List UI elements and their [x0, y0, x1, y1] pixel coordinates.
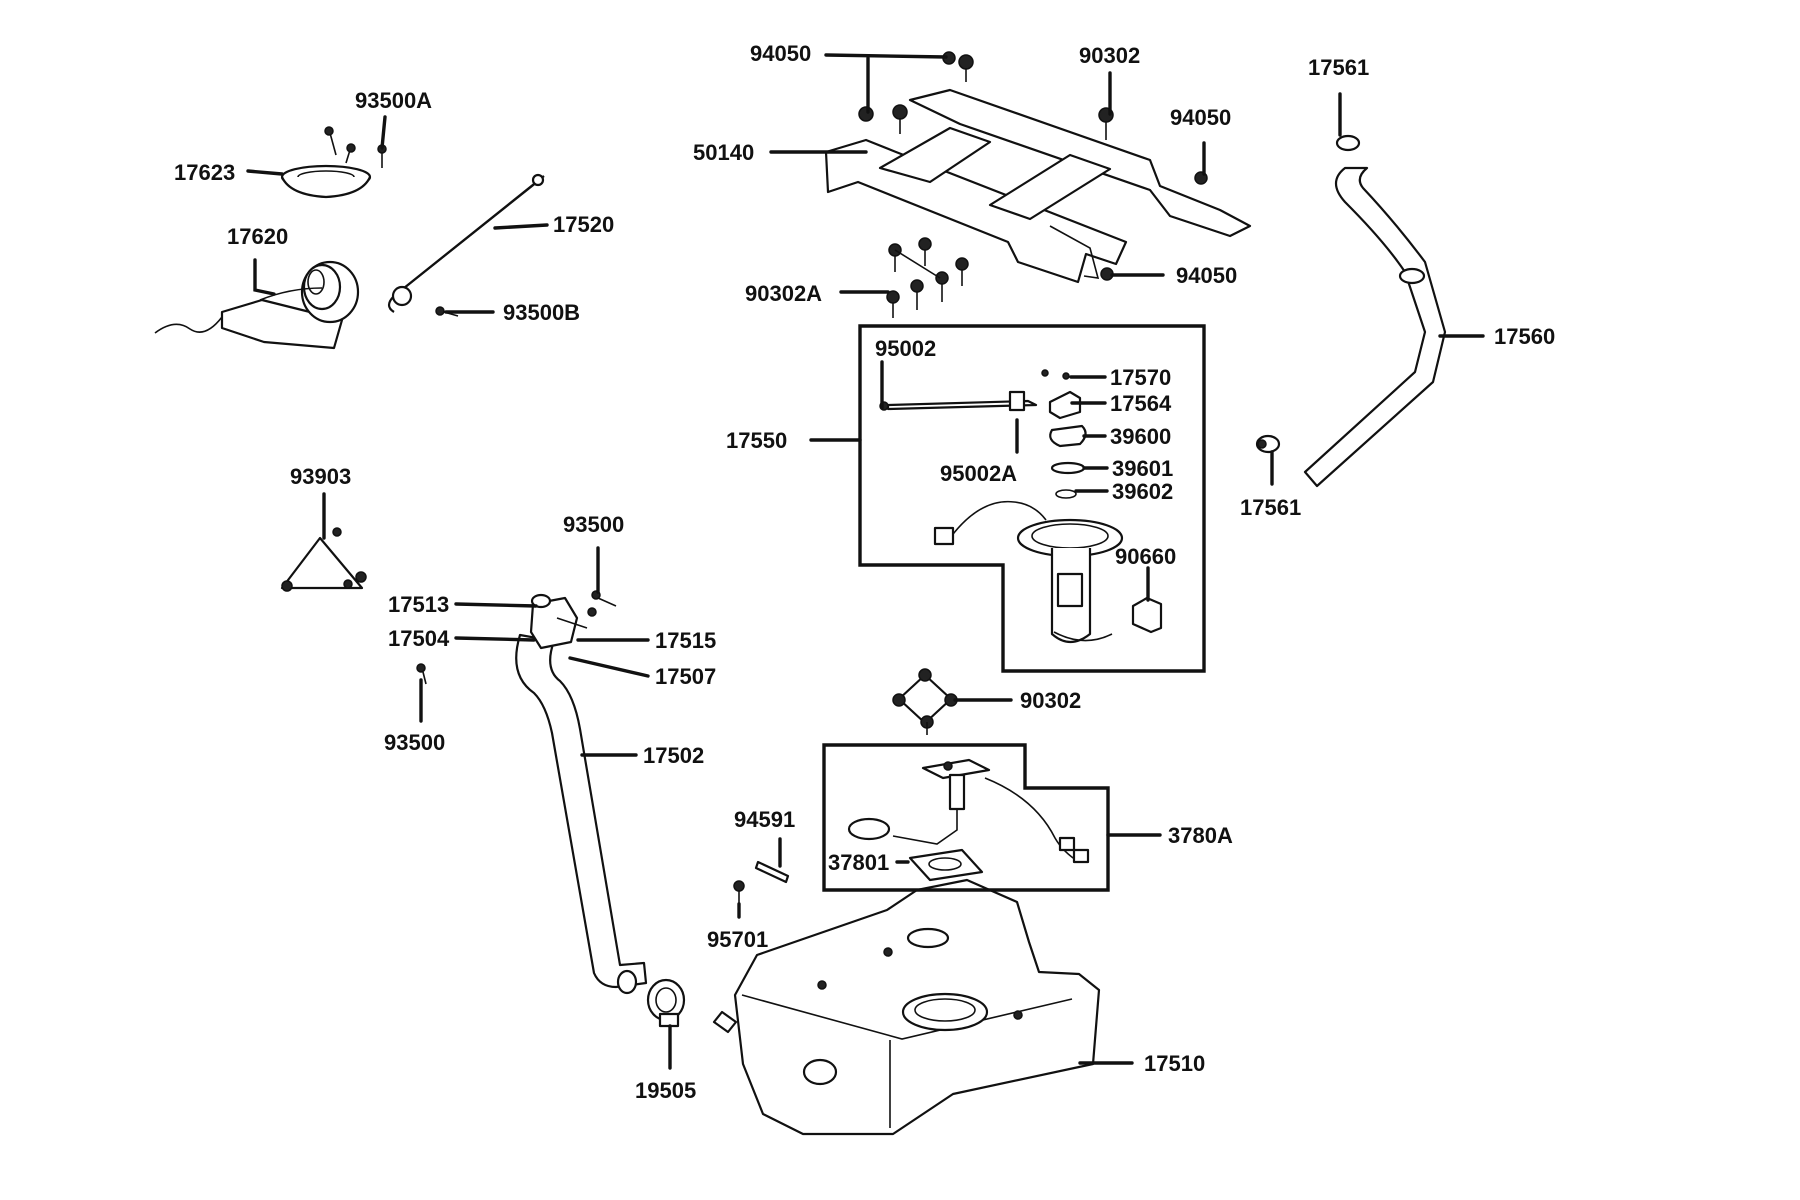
label-17515: 17515	[655, 628, 716, 653]
label-93500b: 93500B	[503, 300, 580, 325]
label-39601: 39601	[1112, 456, 1173, 481]
label-90660: 90660	[1115, 544, 1176, 569]
label-94050-mid: 94050	[1170, 105, 1231, 130]
label-17570: 17570	[1110, 365, 1171, 390]
label-90302a: 90302A	[745, 281, 822, 306]
fuel-level-sender-box	[822, 743, 1110, 892]
label-19505: 19505	[635, 1078, 696, 1103]
fuel-pump-assembly-box	[858, 324, 1206, 673]
clip-94591-part	[754, 860, 790, 884]
vent-hose-part	[1303, 166, 1447, 488]
label-17507: 17507	[655, 664, 716, 689]
label-17623: 17623	[174, 160, 235, 185]
label-93500a: 93500A	[355, 88, 432, 113]
label-17502: 17502	[643, 743, 704, 768]
screw-95701-part	[733, 880, 745, 904]
hose-clamps-part	[1255, 134, 1361, 454]
screws-93500-part	[416, 590, 617, 685]
label-17504: 17504	[388, 626, 450, 651]
label-90302-top: 90302	[1079, 43, 1140, 68]
label-94050-low: 94050	[1176, 263, 1237, 288]
label-17564: 17564	[1110, 391, 1172, 416]
label-17513: 17513	[388, 592, 449, 617]
label-94050-top: 94050	[750, 41, 811, 66]
label-17520: 17520	[553, 212, 614, 237]
label-3780a: 3780A	[1168, 823, 1233, 848]
leader-lines	[246, 53, 1485, 1070]
label-17620: 17620	[227, 224, 288, 249]
callout-labels: 94050 90302 93500A 17623 17520 17620 935…	[174, 41, 1555, 1103]
gasket-37801-part	[908, 848, 984, 882]
bolts-90302a-part	[886, 237, 969, 318]
label-50140: 50140	[693, 140, 754, 165]
label-17561-bot: 17561	[1240, 495, 1301, 520]
label-17550: 17550	[726, 428, 787, 453]
tank-bracket-part	[824, 88, 1252, 284]
label-93500-top: 93500	[563, 512, 624, 537]
label-37801: 37801	[828, 850, 889, 875]
label-39602: 39602	[1112, 479, 1173, 504]
label-17510: 17510	[1144, 1051, 1205, 1076]
label-93903: 93903	[290, 464, 351, 489]
label-93500-bot: 93500	[384, 730, 445, 755]
fuel-level-sender-part	[847, 758, 1090, 864]
label-95002: 95002	[875, 336, 936, 361]
filler-hose-part	[515, 633, 648, 995]
clamp-19505-part	[646, 978, 686, 1028]
bracket-bolts-part	[858, 51, 1208, 281]
fuel-pump-module-part	[879, 369, 1163, 644]
label-95701: 95701	[707, 927, 768, 952]
label-39600: 39600	[1110, 424, 1171, 449]
label-90302-mid: 90302	[1020, 688, 1081, 713]
label-17561-top: 17561	[1308, 55, 1369, 80]
label-17560: 17560	[1494, 324, 1555, 349]
bolts-90302-mid-part	[892, 668, 958, 735]
fuel-tank-part	[712, 878, 1101, 1136]
screws-93500a-part	[324, 126, 387, 168]
straps-93903-part	[280, 527, 367, 592]
label-95002a: 95002A	[940, 461, 1017, 486]
fuel-cap-housing-part	[154, 260, 360, 350]
fuel-cap-ring-part	[280, 164, 372, 199]
release-cable-part	[387, 173, 545, 313]
filler-neck-part	[529, 593, 597, 650]
label-94591: 94591	[734, 807, 795, 832]
